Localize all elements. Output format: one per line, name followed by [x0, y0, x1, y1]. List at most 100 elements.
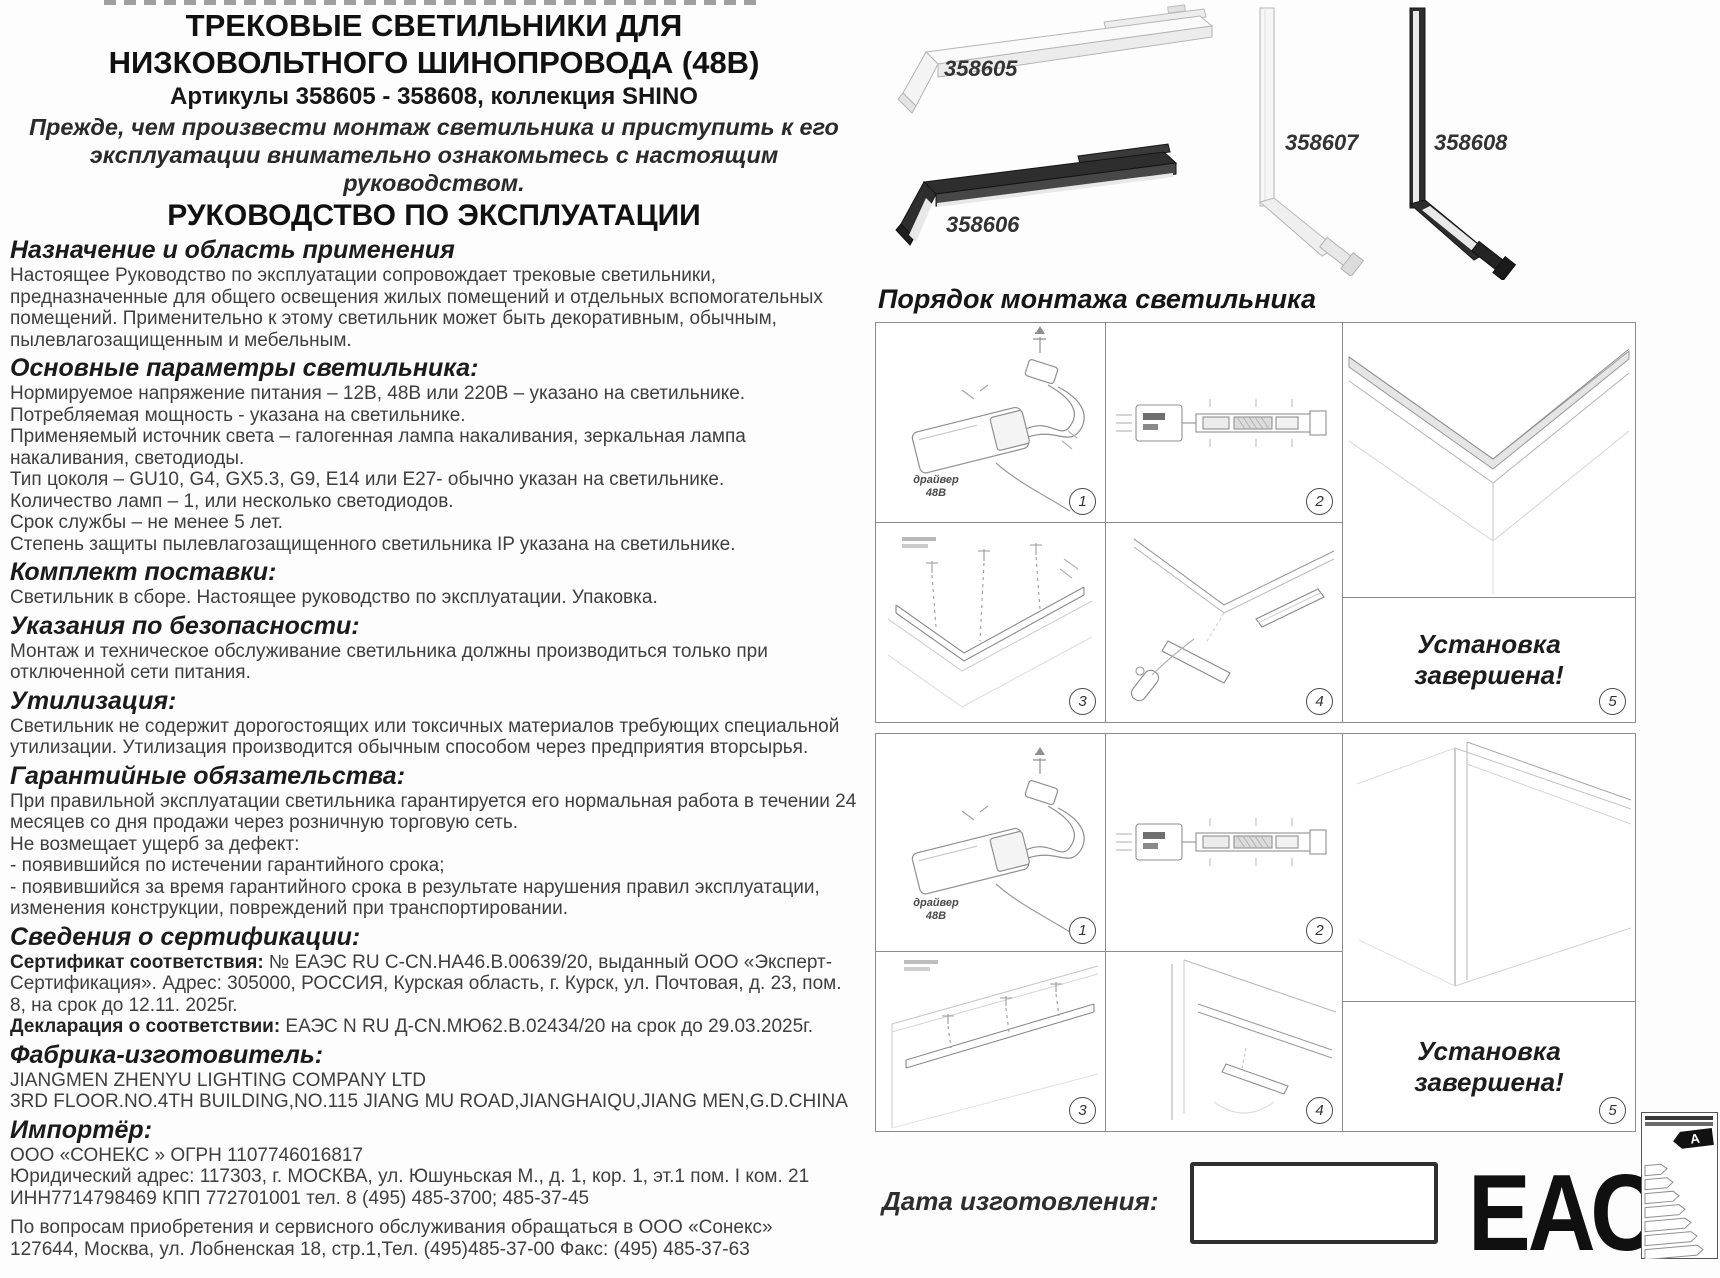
kit-body: Светильник в сборе. Настоящее руководств… [10, 587, 658, 608]
certificate-text: № ЕАЭС RU C-CN.НА46.B.00639/20, выданный… [10, 951, 842, 1016]
importer-line: ИНН7714798469 КПП 772701001 тел. 8 (495)… [10, 1187, 590, 1209]
warranty-line: - появившийся за время гарантийного срок… [10, 876, 820, 920]
doc-title-line1: ТРЕКОВЫЕ СВЕТИЛЬНИКИ ДЛЯ [185, 8, 683, 43]
certificate-line: Сертификат соответствия: № ЕАЭС RU C-CN.… [10, 952, 858, 1017]
montage1-complete-cell: Установка завершена! 5 [1342, 597, 1636, 723]
driver-voltage-label: 48В [925, 910, 946, 922]
step-number-badge: 5 [1599, 1097, 1626, 1124]
driver-wiring-diagram: драйвер 48В [911, 326, 1085, 512]
track-connector-diagram [1116, 399, 1327, 447]
step-number-badge: 2 [1306, 488, 1333, 515]
product-358607-image [1258, 7, 1365, 276]
section-heading-params: Основные параметры светильника: [10, 354, 479, 382]
montage2-complete-cell: Установка завершена! 5 [1342, 1001, 1636, 1132]
declaration-label: Декларация о соответствии: [10, 1016, 281, 1037]
section-heading-purpose: Назначение и область применения [10, 236, 455, 264]
product-article-label: 358606 [946, 212, 1020, 237]
driver-wiring-diagram: драйвер 48В [911, 747, 1085, 933]
track-screw-mounting-diagram [887, 537, 1093, 708]
section-heading-factory: Фабрика-изготовитель: [10, 1040, 324, 1069]
declaration-line: Декларация о соответствии: ЕАЭС N RU Д-C… [10, 1016, 858, 1038]
warranty-line: - появившийся по истечении гарантийного … [10, 855, 445, 876]
declaration-text: ЕАЭС N RU Д-CN.МЮ62.B.02434/20 на срок д… [280, 1016, 814, 1037]
eac-mark: ЕАС [1468, 1151, 1658, 1274]
safety-body: Монтаж и техническое обслуживание светил… [10, 640, 768, 684]
energy-efficiency-label: A [1641, 1112, 1718, 1259]
step-number-badge: 2 [1306, 917, 1333, 944]
manual-text-column: ТРЕКОВЫЕ СВЕТИЛЬНИКИ ДЛЯ НИЗКОВОЛЬТНОГО … [10, 0, 858, 1260]
importer-line: Юридический адрес: 117303, г. МОСКВА, ул… [10, 1166, 810, 1187]
montage1-step2-cell: 2 [1105, 322, 1343, 523]
step-number-badge: 3 [1069, 1097, 1096, 1124]
doc-title-line2: НИЗКОВОЛЬТНОГО ШИНОПРОВОДА (48В) [108, 45, 760, 80]
energy-class-letter: A [1689, 1131, 1701, 1147]
driver-label: драйвер [913, 897, 959, 909]
montage2-step1-cell: драйвер 48В 1 [875, 733, 1106, 952]
product-article-label: 358608 [1434, 130, 1508, 155]
product-358606-image [895, 143, 1178, 246]
step-number-badge: 4 [1306, 1097, 1333, 1124]
section-heading-certification: Сведения о сертификации: [10, 922, 361, 951]
montage1-step4-cell: 4 [1105, 522, 1343, 723]
fixture-attach-diagram [1130, 538, 1335, 702]
product-358606: 358606 [868, 132, 1198, 254]
wall-corner-diagram [1356, 741, 1632, 987]
purpose-body: Настоящее Руководство по эксплуатации со… [10, 265, 823, 351]
manual-title: РУКОВОДСТВО ПО ЭКСПЛУАТАЦИИ [167, 199, 701, 232]
service-contact-line: 127644, Москва, ул. Лобненская 18, стр.1… [10, 1238, 750, 1260]
montage-section-heading: Порядок монтажа светильника [878, 284, 1317, 314]
section-heading-warranty: Гарантийные обязательства: [10, 761, 406, 790]
doc-title: ТРЕКОВЫЕ СВЕТИЛЬНИКИ ДЛЯ НИЗКОВОЛЬТНОГО … [10, 7, 858, 81]
montage2-step4-cell: 4 [1105, 951, 1343, 1132]
product-358605: 358605 [868, 4, 1240, 122]
param-line: Количество ламп – 1, или несколько свето… [10, 490, 454, 512]
step-number-badge: 1 [1069, 917, 1096, 944]
warranty-line: При правильной эксплуатации светильника … [10, 790, 857, 834]
param-line: Применяемый источник света – галогенная … [10, 426, 746, 469]
driver-voltage-label: 48В [925, 487, 946, 499]
product-358608: 358608 [1382, 2, 1532, 280]
manufacture-date-label: Дата изготовления: [882, 1186, 1159, 1216]
param-line: Степень защиты пылевлагозащищенного свет… [10, 533, 736, 555]
montage1-step3-cell: 3 [875, 522, 1106, 723]
wall-fixture-attach-diagram [1171, 959, 1337, 1120]
wall-track-mounting-diagram [891, 960, 1099, 1129]
product-article-label: 358605 [944, 56, 1018, 81]
step-number-badge: 1 [1069, 488, 1096, 515]
section-heading-kit: Комплект поставки: [10, 558, 277, 586]
certificate-label: Сертификат соответствия: [10, 951, 264, 973]
param-line: Потребляемая мощность - указана на свети… [10, 404, 466, 426]
step-number-badge: 3 [1069, 688, 1096, 715]
warranty-line: Не возмещает ущерб за дефект: [10, 833, 300, 855]
step-number-badge: 4 [1306, 688, 1333, 715]
section-heading-safety: Указания по безопасности: [10, 611, 360, 640]
articles-line: Артикулы 358605 - 358608, коллекция SHIN… [170, 83, 698, 110]
factory-line: 3RD FLOOR.NO.4TH BUILDING,NO.115 JIANG M… [10, 1091, 848, 1112]
warning-note: Прежде, чем произвести монтаж светильник… [29, 114, 839, 196]
product-358608-image [1408, 7, 1517, 280]
montage2-step2-cell: 2 [1105, 733, 1343, 952]
param-line: Нормируемое напряжение питания – 12В, 48… [10, 383, 746, 404]
manufacture-date-box [1190, 1162, 1438, 1244]
disposal-body: Светильник не содержит дорогостоящих или… [10, 715, 840, 759]
ceiling-corner-diagram [1348, 348, 1630, 595]
montage1-ceiling-corner-cell [1342, 322, 1636, 598]
product-358605-image [897, 4, 1214, 114]
installation-complete-text: Установка завершена! [1414, 629, 1564, 690]
driver-label: драйвер [913, 474, 959, 486]
param-line: Тип цоколя – GU10, G4, GX5.3, G9, Е14 ил… [10, 469, 725, 490]
step-number-badge: 5 [1599, 688, 1626, 715]
section-heading-disposal: Утилизация: [10, 686, 177, 715]
product-article-label: 358607 [1285, 130, 1359, 155]
energy-label-image: A [1641, 1112, 1718, 1259]
montage1-step1-cell: драйвер 48В 1 [875, 322, 1106, 523]
montage2-step3-cell: 3 [875, 951, 1106, 1132]
product-358607: 358607 [1232, 2, 1382, 276]
track-connector-diagram [1116, 818, 1327, 866]
page-top-cut-text [104, 0, 764, 5]
montage2-wall-corner-cell [1342, 733, 1636, 1002]
param-line: Срок службы – не менее 5 лет. [10, 512, 283, 533]
installation-complete-text: Установка завершена! [1414, 1035, 1564, 1097]
importer-line: ООО «СОНЕКС » ОГРН 1107746016817 [10, 1144, 364, 1166]
factory-line: JIANGMEN ZHENYU LIGHTING COMPANY LTD [10, 1069, 426, 1091]
